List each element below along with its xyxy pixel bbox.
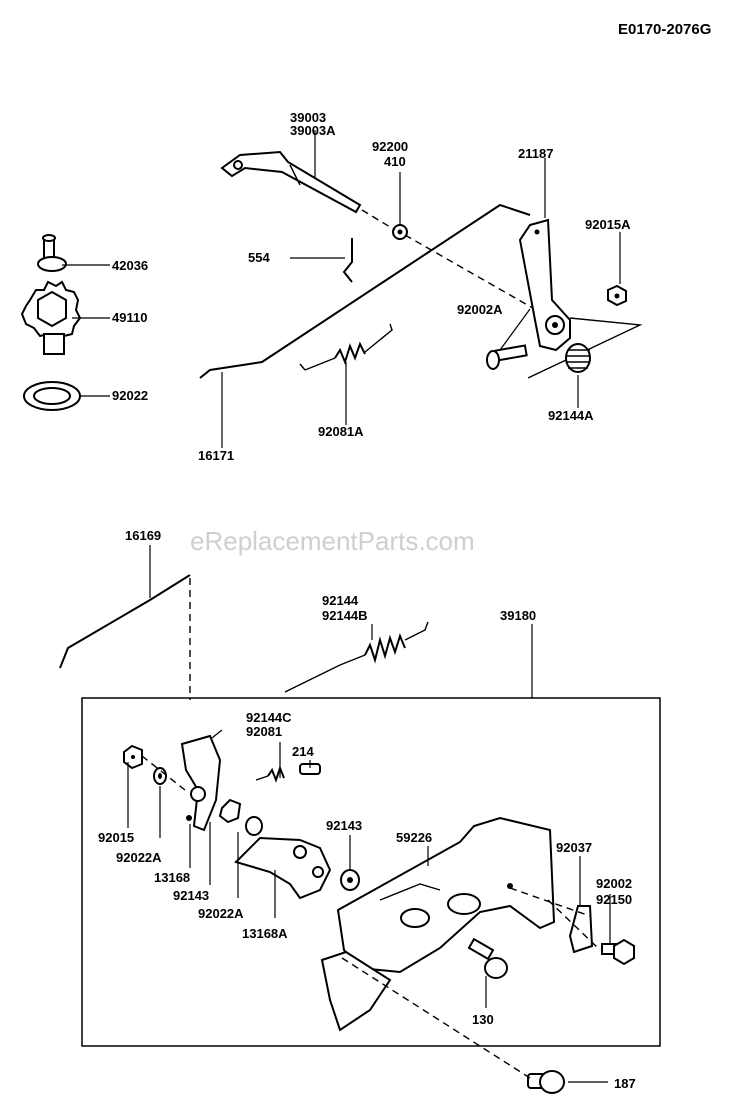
spring-92144 — [339, 621, 429, 666]
label-92022: 92022 — [112, 388, 148, 403]
dash-92015 — [141, 755, 186, 791]
label-13168: 13168 — [154, 870, 190, 885]
label-92144B: 92144B — [322, 608, 368, 623]
bolt-92002 — [601, 938, 635, 966]
label-214: 214 — [292, 744, 314, 759]
diagram-code: E0170-2076G — [618, 21, 711, 38]
dash-92002 — [547, 899, 601, 951]
assembly-frame-39180 — [81, 697, 661, 1047]
control-lever-39003 — [220, 150, 362, 214]
label-21187: 21187 — [518, 146, 553, 161]
label-59226: 59226 — [396, 830, 432, 845]
nut-92143-center — [340, 869, 360, 891]
spring-92081A — [299, 323, 393, 371]
label-130: 130 — [472, 1012, 494, 1027]
spring-214 — [255, 763, 321, 783]
gear-49110 — [20, 280, 82, 355]
lever-13168 — [180, 734, 222, 832]
label-92144A: 92144A — [548, 408, 594, 423]
spring-92144A — [565, 343, 591, 373]
washer-92022 — [23, 381, 81, 411]
label-92002A: 92002A — [457, 302, 503, 317]
label-16169: 16169 — [125, 528, 161, 543]
label-92022A-right: 92022A — [198, 906, 244, 921]
label-39180: 39180 — [500, 608, 536, 623]
governor-arm-21187 — [518, 218, 571, 352]
dash-92200 — [404, 234, 546, 316]
label-92081A: 92081A — [318, 424, 364, 439]
bolt-187 — [527, 1070, 565, 1094]
label-92015: 92015 — [98, 830, 134, 845]
label-92143-center: 92143 — [326, 818, 362, 833]
clip-554 — [342, 238, 353, 283]
bolt-92002A — [486, 344, 528, 370]
label-13168A: 13168A — [242, 926, 288, 941]
label-92150: 92150 — [596, 892, 632, 907]
label-42036: 42036 — [112, 258, 148, 273]
label-92022A-left: 92022A — [116, 850, 162, 865]
watermark: eReplacementParts.com — [190, 526, 475, 556]
bolt-42036 — [37, 234, 67, 272]
label-92144: 92144 — [322, 593, 359, 608]
plate-59226 — [336, 816, 556, 974]
washer-92200 — [392, 224, 408, 240]
leaders-top — [62, 130, 621, 448]
washer-92022A-right — [245, 816, 263, 836]
dash-187 — [341, 957, 531, 1079]
label-187: 187 — [614, 1076, 636, 1091]
label-92015A: 92015A — [585, 217, 631, 232]
leaders-bottom — [127, 545, 611, 1083]
link-92144 — [284, 664, 341, 693]
lever-13168A — [234, 836, 332, 900]
clip-92143-left — [218, 798, 242, 824]
label-16171: 16171 — [198, 448, 234, 463]
label-92037: 92037 — [556, 840, 592, 855]
label-92200: 92200 — [372, 139, 408, 154]
bracket-lower — [320, 950, 392, 1032]
label-92143-left: 92143 — [173, 888, 209, 903]
bracket-92037 — [568, 905, 594, 954]
label-92081: 92081 — [246, 724, 282, 739]
label-49110: 49110 — [112, 310, 147, 325]
label-92144C: 92144C — [246, 710, 292, 725]
label-39003: 39003 — [290, 110, 326, 125]
nut-92015 — [123, 744, 143, 770]
bolt-130 — [467, 937, 508, 979]
label-410: 410 — [384, 154, 406, 169]
label-39003A: 39003A — [290, 123, 336, 138]
dash-39003 — [361, 209, 396, 231]
nut-92015A — [607, 284, 627, 307]
label-554: 554 — [248, 250, 270, 265]
washer-92022A-left — [153, 767, 167, 785]
rod-16169 — [59, 574, 191, 669]
label-92002: 92002 — [596, 876, 632, 891]
governor-rod-16171 — [199, 203, 531, 379]
